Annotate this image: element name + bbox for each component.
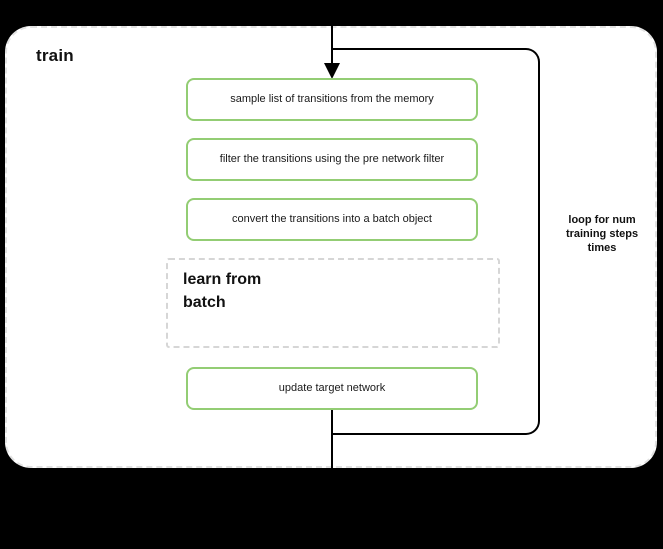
loop-label: loop for num training steps times: [565, 214, 639, 255]
step-box-sample[interactable]: sample list of transitions from the memo…: [186, 78, 478, 121]
step-box-convert[interactable]: convert the transitions into a batch obj…: [186, 198, 478, 241]
step-box-filter[interactable]: filter the transitions using the pre net…: [186, 138, 478, 181]
step-label-sample: sample list of transitions from the memo…: [230, 92, 434, 105]
step-label-update: update target network: [278, 381, 386, 394]
inbound-connector-line: [331, 0, 333, 68]
learn-from-batch-label: learn from batch: [183, 271, 262, 311]
inbound-arrowhead-icon: [324, 63, 340, 79]
learn-from-batch-group[interactable]: learn from batch: [166, 258, 500, 348]
step-label-convert: convert the transitions into a batch obj…: [232, 212, 432, 225]
step-box-update-target-network[interactable]: update target network: [186, 367, 478, 410]
step-label-filter: filter the transitions using the pre net…: [219, 152, 445, 165]
loop-connector-path: [332, 48, 540, 435]
outbound-connector-line: [331, 410, 333, 549]
train-title-label: train: [36, 46, 74, 65]
